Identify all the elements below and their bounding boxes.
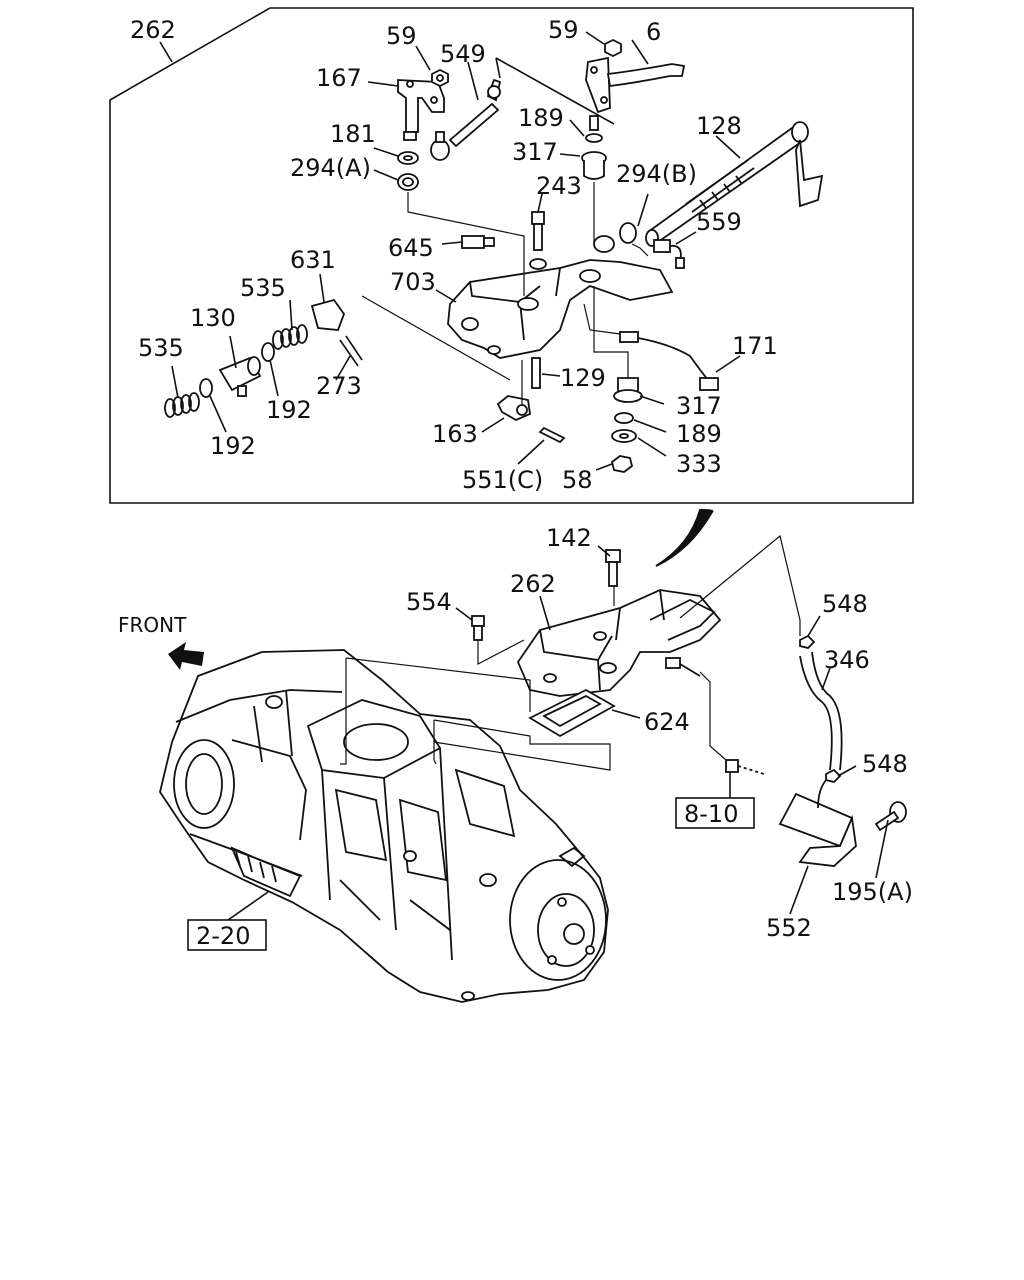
- callout-167: 167: [316, 64, 362, 92]
- breather-hose-346: [799, 634, 843, 783]
- bracket-552: [778, 779, 857, 867]
- callout-624: 624: [644, 708, 690, 736]
- detent-631: [310, 298, 346, 331]
- shift-shaft-128: [645, 121, 824, 247]
- callout-192-upper: 192: [266, 396, 312, 424]
- front-arrow-icon: [168, 642, 204, 670]
- callout-181: 181: [330, 120, 376, 148]
- callout-163: 163: [432, 420, 478, 448]
- front-indicator: FRONT: [118, 613, 204, 670]
- control-rod-549: [430, 78, 502, 161]
- callout-631: 631: [290, 246, 336, 274]
- inset-leaders: [171, 31, 741, 471]
- sensor-645: [461, 235, 495, 249]
- callout-645: 645: [388, 234, 434, 262]
- callout-554: 554: [406, 588, 452, 616]
- nut-58: [610, 455, 634, 473]
- bushing-317-lower: [613, 377, 643, 403]
- callout-317-lower: 317: [676, 392, 722, 420]
- callout-262-assembly: 262: [510, 570, 556, 598]
- callout-548-upper: 548: [822, 590, 868, 618]
- callout-273: 273: [316, 372, 362, 400]
- callout-552: 552: [766, 914, 812, 942]
- callout-189-top: 189: [518, 104, 564, 132]
- front-label: FRONT: [118, 613, 187, 637]
- callout-549: 549: [440, 40, 486, 68]
- connector-8-10: [725, 759, 765, 775]
- callout-6: 6: [646, 18, 661, 46]
- bolt-142: [605, 549, 621, 587]
- bolt-243: [531, 211, 545, 251]
- ref-box-8-10: 8-10: [675, 797, 755, 829]
- detail-arrow: [655, 508, 714, 567]
- transmission-case: [159, 649, 609, 1003]
- gasket-624: [528, 688, 616, 738]
- lever-163: [496, 395, 531, 422]
- callout-294a: 294(A): [290, 154, 371, 182]
- callout-535-lower: 535: [138, 334, 184, 362]
- callout-142: 142: [546, 524, 592, 552]
- callout-192-lower: 192: [210, 432, 256, 460]
- shift-housing-assembly: [516, 589, 722, 697]
- callout-58: 58: [562, 466, 593, 494]
- seal-294b: [619, 222, 637, 244]
- callout-243: 243: [536, 172, 582, 200]
- pin-551c: [538, 426, 566, 444]
- shift-housing-703: [447, 235, 674, 359]
- callout-346: 346: [824, 646, 870, 674]
- plunger-130: [218, 356, 262, 397]
- spring-535-lower: [164, 392, 200, 418]
- washer-181: [397, 151, 419, 165]
- bolt-195a: [874, 801, 907, 832]
- lower-labels: 142 262 554 548 346 624 548 195(A) 552: [406, 524, 913, 942]
- washer-333: [611, 429, 637, 443]
- switch-559: [653, 239, 685, 269]
- bolt-554: [471, 615, 485, 641]
- ref-8-10-label: 8-10: [684, 800, 738, 828]
- harness-171: [619, 331, 719, 391]
- bushing-317-top: [581, 151, 607, 180]
- washer-192-lower: [199, 378, 213, 398]
- shift-lever-6: [585, 38, 686, 114]
- seal-294a: [397, 173, 419, 191]
- callout-548-lower: 548: [862, 750, 908, 778]
- oring-189-lower: [614, 412, 634, 424]
- callout-294b: 294(B): [616, 160, 697, 188]
- callout-171: 171: [732, 332, 778, 360]
- callout-317-top: 317: [512, 138, 558, 166]
- callout-189-lower: 189: [676, 420, 722, 448]
- inset-parts: [164, 38, 824, 473]
- callout-535-upper: 535: [240, 274, 286, 302]
- inset-labels: 59 549 59 6 167 189 128 181 317 294(A) 2…: [138, 16, 778, 494]
- pin-189-top: [589, 115, 599, 131]
- callout-559: 559: [696, 208, 742, 236]
- callout-130: 130: [190, 304, 236, 332]
- pin-273: [339, 339, 359, 367]
- callout-59-left: 59: [386, 22, 417, 50]
- callout-129: 129: [560, 364, 606, 392]
- ref-box-2-20: 2-20: [187, 919, 267, 951]
- inset-frame: 262: [109, 7, 914, 504]
- ref-2-20-label: 2-20: [196, 922, 250, 950]
- callout-703: 703: [390, 268, 436, 296]
- callout-333: 333: [676, 450, 722, 478]
- lever-bracket-167: [397, 79, 445, 141]
- callout-551c: 551(C): [462, 466, 543, 494]
- callout-262-inset: 262: [130, 16, 176, 44]
- pin-129: [531, 357, 541, 389]
- oring-189-top: [585, 133, 603, 143]
- spring-535-upper: [272, 324, 308, 350]
- lower-leaders: [227, 534, 889, 921]
- nut-59-left: [431, 68, 449, 88]
- callout-128: 128: [696, 112, 742, 140]
- washer-192-upper: [261, 342, 275, 362]
- callout-195a: 195(A): [832, 878, 913, 906]
- callout-59-right: 59: [548, 16, 579, 44]
